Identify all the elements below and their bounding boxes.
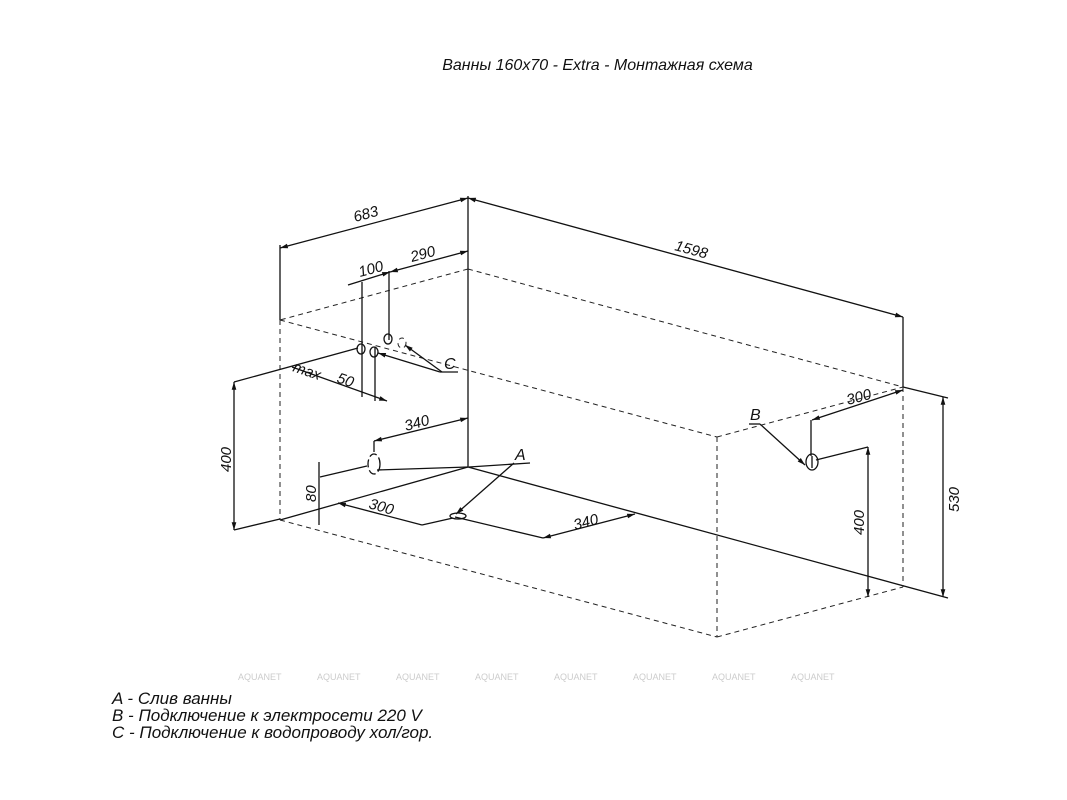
svg-text:AQUANET: AQUANET xyxy=(791,672,835,682)
fittings xyxy=(356,333,819,520)
marker-b: B xyxy=(750,407,761,424)
dim-50: 50 xyxy=(335,370,357,392)
dim-300-right: 300 xyxy=(845,386,874,409)
svg-text:AQUANET: AQUANET xyxy=(475,672,519,682)
dim-400-left: 400 xyxy=(218,446,235,472)
overflow-hole-icon xyxy=(367,453,381,475)
legend-item-b: B - Подключение к электросети 220 V xyxy=(112,706,422,725)
dim-80: 80 xyxy=(303,485,320,502)
dim-683: 683 xyxy=(352,203,381,226)
mixer-hole-icon xyxy=(397,337,407,349)
dim-340-bottom: 340 xyxy=(572,511,601,534)
mixer-hole-icon xyxy=(356,343,366,355)
legend-item-a: A - Слив ванны xyxy=(112,689,232,708)
mixer-hole-icon xyxy=(383,333,393,345)
dim-300-bottom: 300 xyxy=(367,496,396,519)
svg-text:AQUANET: AQUANET xyxy=(712,672,756,682)
svg-text:AQUANET: AQUANET xyxy=(317,672,361,682)
dimension-labels: 683 1598 290 100 max 50 340 400 80 300 3… xyxy=(218,203,963,535)
legend: A - Слив ванны B - Подключение к электро… xyxy=(112,690,433,741)
legend-item-c: C - Подключение к водопроводу хол/гор. xyxy=(112,723,434,742)
svg-text:AQUANET: AQUANET xyxy=(238,672,282,682)
mixer-hole-icon xyxy=(369,346,379,358)
dim-max: max xyxy=(291,359,324,384)
dim-100: 100 xyxy=(357,258,386,281)
power-outlet-icon xyxy=(805,453,819,471)
dim-530: 530 xyxy=(946,486,963,512)
dimension-lines xyxy=(231,197,946,597)
diagram-title: Ванны 160x70 - Extra - Монтажная схема xyxy=(442,57,753,74)
marker-a: A xyxy=(514,447,526,464)
dim-290: 290 xyxy=(408,243,438,266)
drain-hole-icon xyxy=(449,512,467,520)
svg-text:AQUANET: AQUANET xyxy=(396,672,440,682)
svg-text:AQUANET: AQUANET xyxy=(633,672,677,682)
dim-340-top: 340 xyxy=(403,412,432,435)
marker-c: C xyxy=(444,356,456,373)
dim-400-right: 400 xyxy=(851,509,868,535)
svg-text:AQUANET: AQUANET xyxy=(554,672,598,682)
watermarks: AQUANET AQUANET AQUANET AQUANET AQUANET … xyxy=(238,672,835,682)
